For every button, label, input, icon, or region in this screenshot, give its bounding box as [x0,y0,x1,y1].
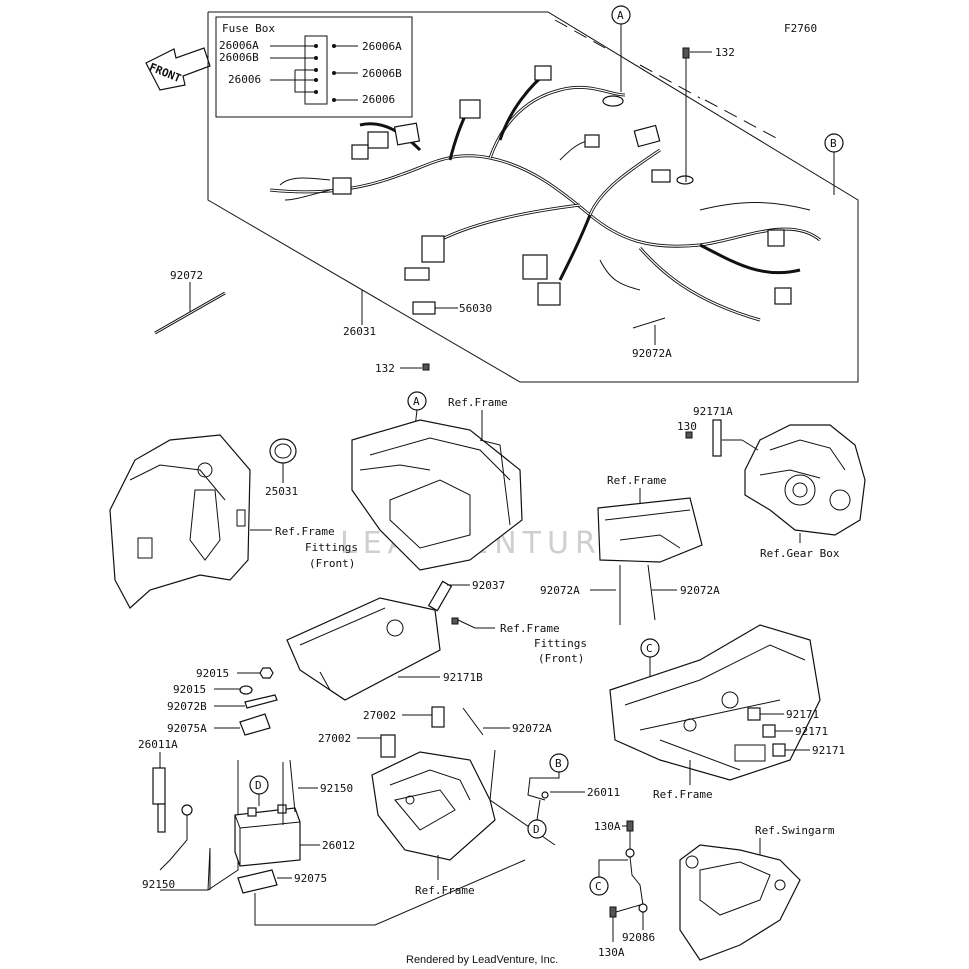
label-26012: 26012 [322,839,355,852]
diagram-code: F2760 [784,22,817,35]
label-92072B: 92072B [167,700,207,713]
marker-b-bottom-label: B [555,757,562,770]
label-92171-1: 92171 [786,708,819,721]
fuse-box-diagram: Fuse Box 26006A 26006B 26006 26006A 2600… [215,16,413,118]
label-ref-gear-box: Ref.Gear Box [760,547,840,560]
label-92171A: 92171A [693,405,733,418]
label-92015-b: 92015 [173,683,206,696]
label-92086: 92086 [622,931,655,944]
battery-26012 [234,804,301,867]
label-92075: 92075 [294,872,327,885]
label-92171B: 92171B [443,671,483,684]
label-132-top: 132 [715,46,735,59]
clamp-92171-3 [772,743,786,757]
label-92072A-l: 92072A [540,584,580,597]
clamp-92171-1 [747,707,761,721]
fuse-left-2: 26006B [219,51,259,64]
front-arrow-icon: FRONT [145,47,211,91]
washer-92015 [239,685,253,695]
fuse-box-title: Fuse Box [222,22,275,35]
label-92075A: 92075A [167,722,207,735]
ground-cable-92086 [625,848,648,913]
strap-92072B [244,694,278,709]
marker-a-mid-label: A [413,395,420,408]
battery-cable-26011A [152,767,193,871]
label-26031: 26031 [343,325,376,338]
marker-d-bottom-label: D [533,823,540,836]
gear-box-part [744,424,866,536]
nut-92015 [259,667,274,679]
label-ref-frame-fittings-3: (Front) [309,557,355,570]
frame-part-b [597,497,703,563]
front-fender-part [109,434,251,609]
label-92171-3: 92171 [812,744,845,757]
pad-92075A [239,713,271,736]
label-92072A-r: 92072A [680,584,720,597]
label-ref-frame-fittings-2: Fittings [305,541,358,554]
fuse-right-2: 26006B [362,67,402,80]
label-92150-l: 92150 [142,878,175,891]
swingarm-part [679,844,801,961]
marker-a-top-label: A [617,9,624,22]
fuse-left-1: 26006A [219,39,259,52]
cable-tie-92072 [154,291,226,335]
relay-connector [421,235,445,263]
bracket-92171A [712,419,722,457]
label-25031: 25031 [265,485,298,498]
marker-d-left-label: D [255,779,262,792]
label-26011: 26011 [587,786,620,799]
frame-part-d [609,624,821,781]
label-56030-text: 56030 [459,302,492,315]
label-130A-top: 130A [594,820,621,833]
label-92072A-top: 92072A [632,347,672,360]
footer-credit: Rendered by LeadVenture, Inc. [406,954,558,966]
battery-tray-frame [371,751,496,861]
label-92037: 92037 [472,579,505,592]
grommet-25031 [269,438,297,464]
label-26011A: 26011A [138,738,178,751]
label-ref-frame-b: Ref.Frame [607,474,667,487]
marker-b-top-label: B [830,137,837,150]
fuse-left-3: 26006 [228,73,261,86]
harness-outline [207,11,859,383]
label-27002-r: 27002 [363,709,396,722]
label-92150-r: 92150 [320,782,353,795]
label-92072: 92072 [170,269,203,282]
label-ref-frame-c: Ref.Frame [415,884,475,897]
label-ref-frame-fittings-b1: Ref.Frame [500,622,560,635]
relay-27002-left [380,734,396,758]
pad-92075 [237,869,278,894]
label-ref-frame-fittings-b2: Fittings [534,637,587,650]
label-ref-frame-fittings-1: Ref.Frame [275,525,335,538]
label-27002-l: 27002 [318,732,351,745]
label-ref-frame-fittings-b3: (Front) [538,652,584,665]
label-56030 [412,301,436,315]
label-132-mid: 132 [375,362,395,375]
fuse-right-3: 26006 [362,93,395,106]
clamp-92171-2 [762,724,776,738]
label-92171-2: 92171 [795,725,828,738]
label-92015-a: 92015 [196,667,229,680]
relay-27002-right [431,706,445,728]
center-panel [286,597,441,701]
label-ref-frame-a: Ref.Frame [448,396,508,409]
bracket-92037 [427,580,453,612]
label-ref-frame-d: Ref.Frame [653,788,713,801]
label-130: 130 [677,420,697,433]
label-ref-swingarm: Ref.Swingarm [755,824,835,837]
frame-part-a [351,419,523,571]
label-130A-bot: 130A [598,946,625,959]
wiring-harness-26031 [269,65,821,322]
marker-c-bottom-label: C [595,880,602,893]
fuse-right-1: 26006A [362,40,402,53]
marker-c-right-label: C [646,642,653,655]
label-92072A-c: 92072A [512,722,552,735]
